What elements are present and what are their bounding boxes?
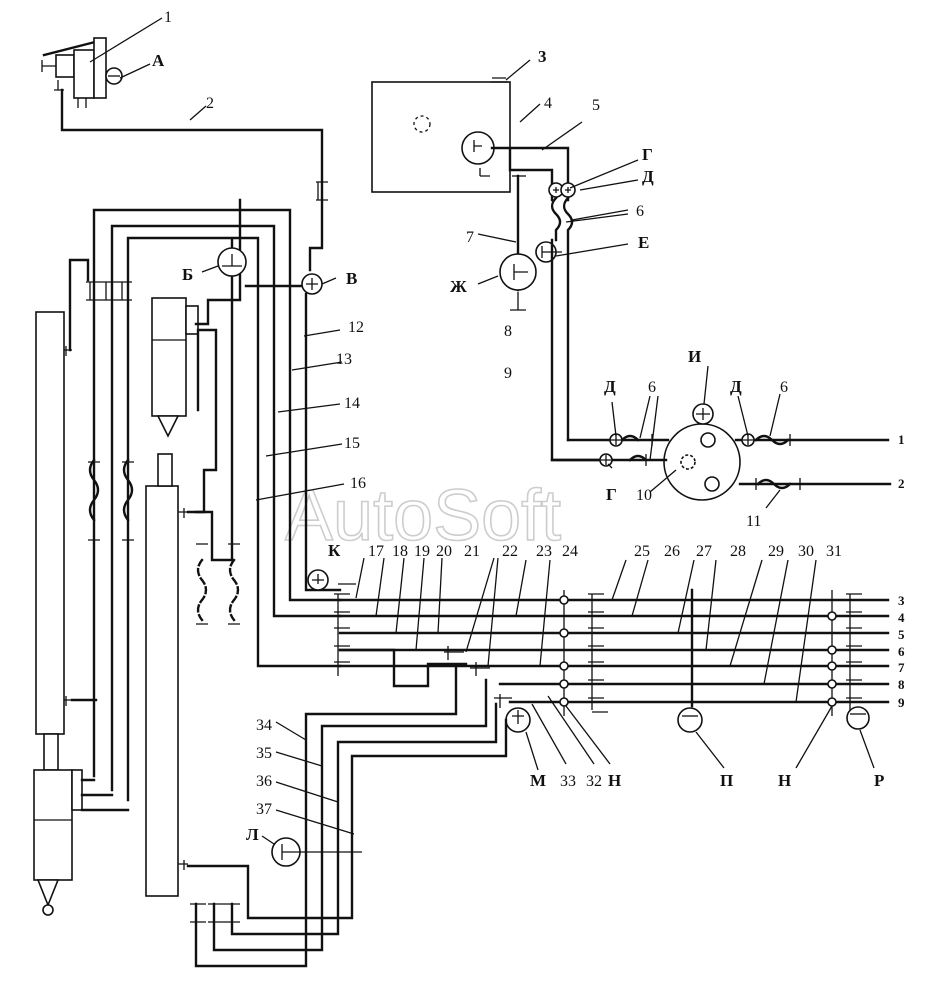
label-L: Л: [246, 825, 259, 844]
callout-29: 29: [768, 543, 784, 560]
label-K: К: [328, 541, 341, 560]
label-R: Р: [874, 771, 884, 790]
pipe-bundle-left: [68, 198, 342, 812]
label-G: Г: [642, 145, 653, 164]
callout-3: 3: [538, 47, 547, 66]
callout-7: 7: [466, 229, 474, 246]
label-B: Б: [182, 265, 193, 284]
callout-13: 13: [336, 351, 352, 368]
distributor-10: [663, 403, 741, 501]
label-D3: Д: [730, 377, 742, 396]
edge-4: 4: [898, 610, 905, 625]
label-M: М: [530, 771, 546, 790]
valve-L: [271, 837, 362, 867]
label-G2: Г: [606, 485, 617, 504]
edge-8: 8: [898, 677, 905, 692]
edge-7: 7: [898, 660, 905, 675]
watermark: AutoSoft: [285, 476, 561, 556]
edge-5: 5: [898, 627, 905, 642]
valve-K: [307, 569, 329, 591]
callout-5: 5: [592, 97, 600, 114]
label-N1: Н: [608, 771, 621, 790]
label-V: В: [346, 269, 357, 288]
tank-3: [371, 77, 511, 193]
callout-20: 20: [436, 543, 452, 560]
top-actuator: [151, 297, 199, 438]
left-bottom-cylinder: [33, 769, 83, 916]
callout-22: 22: [502, 543, 518, 560]
callout-28: 28: [730, 543, 746, 560]
label-D: Д: [642, 167, 654, 186]
label-I: И: [688, 347, 701, 366]
label-D2: Д: [604, 377, 616, 396]
callout-6a: 6: [636, 203, 644, 220]
callout-11: 11: [746, 513, 761, 530]
callout-23: 23: [536, 543, 552, 560]
callout-6c: 6: [780, 379, 788, 396]
callout-15: 15: [344, 435, 360, 452]
callout-12: 12: [348, 319, 364, 336]
pipe-2-line: [60, 88, 328, 272]
left-long-cylinder: [35, 311, 72, 771]
callout-24: 24: [562, 543, 578, 560]
callout-1: 1: [164, 9, 172, 26]
callout-14: 14: [344, 395, 360, 412]
edge-3: 3: [898, 593, 905, 608]
label-ZH: Ж: [450, 277, 467, 296]
valve-V: [301, 273, 342, 592]
callout-6b: 6: [648, 379, 656, 396]
edge-2: 2: [898, 476, 905, 491]
edge-9: 9: [898, 695, 905, 710]
callout-17: 17: [368, 543, 384, 560]
callout-10: 10: [636, 487, 652, 504]
callout-8: 8: [504, 323, 512, 340]
label-A: А: [152, 51, 165, 70]
callout-30: 30: [798, 543, 814, 560]
callout-2: 2: [206, 95, 214, 112]
callout-33: 33: [560, 773, 576, 790]
lower-valves: [444, 646, 870, 733]
callout-4: 4: [544, 95, 552, 112]
callout-31: 31: [826, 543, 842, 560]
label-P: П: [720, 771, 733, 790]
callout-labels: 1 А 2 3 4 5 Г Д 6 7 Е Ж 8 9 Б В 12 13 14…: [152, 9, 884, 844]
callout-34: 34: [256, 717, 272, 734]
valve-assembly-1: [41, 37, 123, 108]
callout-35: 35: [256, 745, 272, 762]
callout-21: 21: [464, 543, 480, 560]
callout-32: 32: [586, 773, 602, 790]
callout-18: 18: [392, 543, 408, 560]
valve-B: [217, 247, 310, 288]
callout-25: 25: [634, 543, 650, 560]
callout-16: 16: [350, 475, 366, 492]
callout-9: 9: [504, 365, 512, 382]
callout-36: 36: [256, 773, 272, 790]
callout-19: 19: [414, 543, 430, 560]
right-edge-line-numbers: 1 2 3 4 5 6 7 8 9: [898, 432, 905, 710]
callout-37: 37: [256, 801, 272, 818]
edge-6: 6: [898, 644, 905, 659]
callout-27: 27: [696, 543, 712, 560]
edge-1: 1: [898, 432, 905, 447]
callout-26: 26: [664, 543, 680, 560]
left-mid-cylinder: [145, 453, 188, 897]
lower-pipes: [186, 664, 508, 968]
horizontal-manifold: [334, 583, 890, 716]
label-E: Е: [638, 233, 649, 252]
label-N2: Н: [778, 771, 791, 790]
